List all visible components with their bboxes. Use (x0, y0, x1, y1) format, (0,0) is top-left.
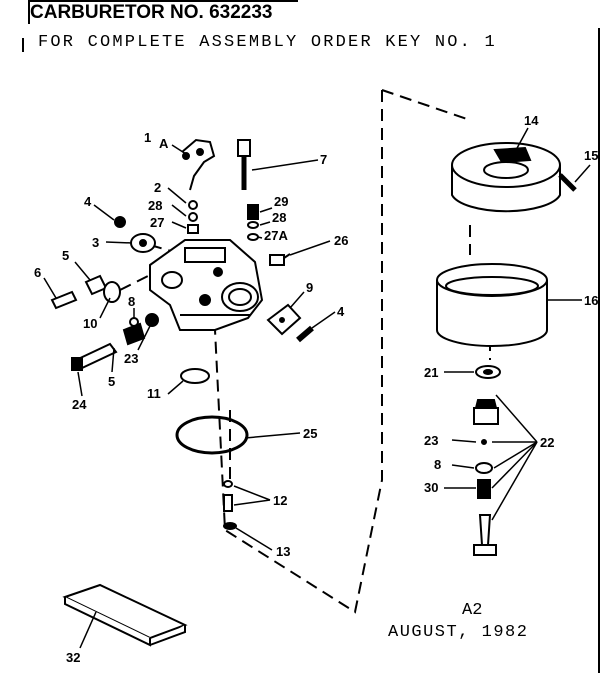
callout-10: 10 (83, 316, 97, 331)
callout-12: 12 (273, 493, 287, 508)
callout-8a: 8 (128, 294, 135, 309)
callout-7: 7 (320, 152, 327, 167)
parts-5-6-shafts (50, 274, 121, 310)
callout-25: 25 (303, 426, 317, 441)
parts-12-13 (223, 480, 237, 530)
part-1-throttle-lever (181, 138, 216, 191)
part-32-repair-kit (62, 583, 188, 647)
callout-23b: 23 (424, 433, 438, 448)
part-3-gasket (130, 233, 156, 253)
callout-5b: 5 (108, 374, 115, 389)
part-9-plate (266, 303, 302, 336)
callout-9: 9 (306, 280, 313, 295)
revision-date: AUGUST, 1982 (388, 623, 529, 642)
callout-1a: A (159, 136, 169, 151)
part-14-float (451, 142, 561, 213)
callout-27b: 27A (264, 228, 288, 243)
callout-22: 22 (540, 435, 554, 450)
callout-28a: 28 (148, 198, 162, 213)
header-rule-side (28, 0, 30, 24)
assembly-dashed-lines (119, 89, 491, 614)
part-25-bowl-gasket (175, 415, 249, 455)
callout-labels: 1 A 2 28 27 4 3 7 29 28 27A 26 5 6 9 4 1… (34, 113, 598, 665)
callout-21: 21 (424, 365, 438, 380)
part-4-screw-right (296, 325, 314, 343)
callout-6: 6 (34, 265, 41, 280)
page-title: CARBURETOR NO. 632233 (30, 2, 273, 23)
callout-2: 2 (154, 180, 161, 195)
part-16-bowl (436, 263, 548, 347)
part-24-adjust-screw (71, 342, 118, 371)
callout-4b: 4 (337, 304, 345, 319)
part-11-o-ring (180, 368, 210, 384)
page-subtitle: FOR COMPLETE ASSEMBLY ORDER KEY NO. 1 (38, 33, 497, 52)
callout-5a: 5 (62, 248, 69, 263)
callout-32: 32 (66, 650, 80, 665)
subtitle-rule-side (22, 38, 24, 52)
carburetor-body (149, 239, 264, 331)
callout-28b: 28 (272, 210, 286, 225)
small-parts-cluster (114, 200, 259, 241)
part-22-bowl-nut-assembly (473, 399, 499, 556)
callout-4a: 4 (84, 194, 92, 209)
callout-16: 16 (584, 293, 598, 308)
callout-23a: 23 (124, 351, 138, 366)
callout-15: 15 (584, 148, 598, 163)
header-rule-top (28, 0, 298, 2)
parts-8-23-left (122, 313, 159, 346)
part-7-needle (237, 139, 251, 190)
revision-code: A2 (462, 601, 483, 620)
callout-26: 26 (334, 233, 348, 248)
callout-8b: 8 (434, 457, 441, 472)
page-edge-rule (598, 28, 600, 673)
callout-24: 24 (72, 397, 87, 412)
callout-29: 29 (274, 194, 288, 209)
part-15-pin (558, 173, 577, 192)
callout-30: 30 (424, 480, 438, 495)
callout-1: 1 (144, 130, 151, 145)
part-21-washer (475, 365, 501, 379)
callout-13: 13 (276, 544, 290, 559)
leader-lines (43, 127, 591, 649)
callout-11: 11 (147, 386, 161, 401)
callout-14: 14 (524, 113, 539, 128)
callout-27a: 27 (150, 215, 164, 230)
part-26-fitting (269, 253, 291, 266)
callout-3: 3 (92, 235, 99, 250)
